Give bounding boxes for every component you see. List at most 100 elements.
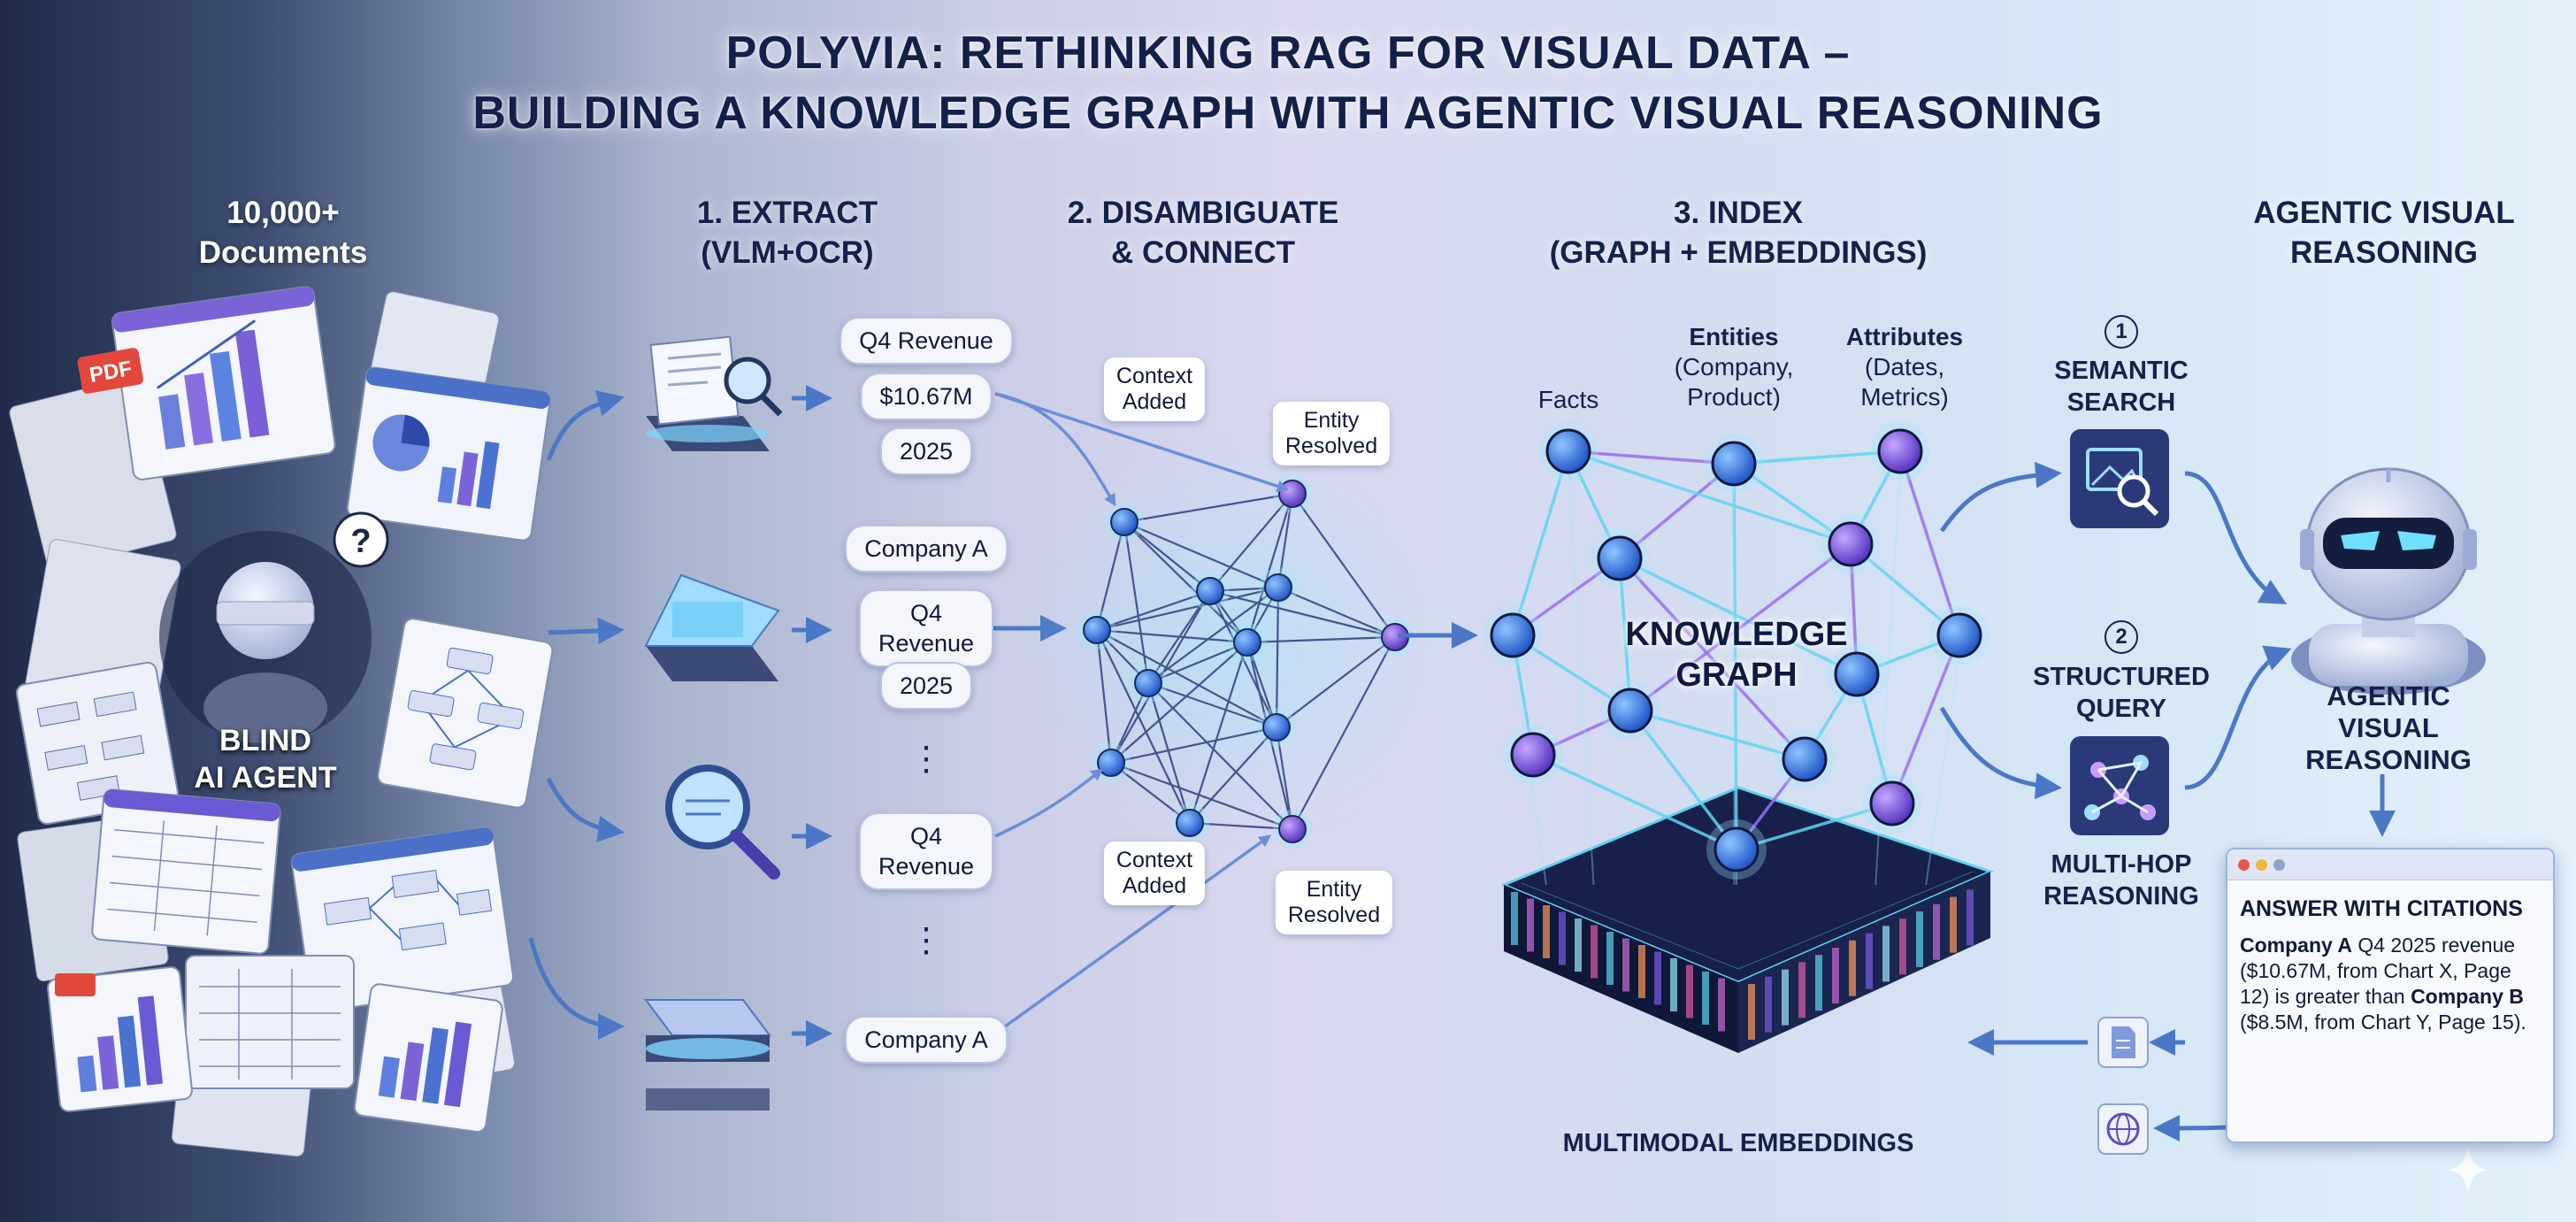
network-edge <box>1146 682 1192 824</box>
pie-chart-document <box>346 366 551 542</box>
arrows-values-to-network <box>993 392 1478 1035</box>
magnifier-icon <box>665 765 780 880</box>
entities-title: Entities <box>1689 323 1779 350</box>
graph-node <box>1714 826 1760 872</box>
graph-edge <box>1629 709 1738 851</box>
answer-text-part-1: Q4 2025 revenue ($10.67M, from Chart X, … <box>2240 934 2516 1008</box>
network-edge <box>1276 493 1294 588</box>
table-document <box>185 955 355 1089</box>
knowledge-graph-label: KNOWLEDGE GRAPH <box>1625 616 1848 694</box>
graph-drop-line <box>1568 468 1595 886</box>
blind-agent-label: BLIND AI AGENT <box>194 722 336 796</box>
window-minimize-dot[interactable] <box>2256 859 2267 871</box>
entity-resolved-note: Entity Resolved <box>1275 871 1393 934</box>
graph-node <box>1834 651 1880 697</box>
attributes-title: Attributes <box>1845 323 1964 350</box>
graph-edge <box>1619 557 1858 676</box>
disambiguate-header-subtitle: & CONNECT <box>1110 235 1296 270</box>
documents-count: 10,000+ <box>226 196 340 230</box>
reasoning-header-subtitle: REASONING <box>2290 235 2478 270</box>
value-pill: 2025 <box>879 662 973 710</box>
diagram-title-line-1: POLYVIA: RETHINKING RAG FOR VISUAL DATA … <box>725 27 1851 79</box>
value-pill: $10.67M <box>860 373 993 420</box>
entity-network <box>1026 429 1451 854</box>
multimodal-embeddings-label: MULTIMODAL EMBEDDINGS <box>1562 1129 1914 1157</box>
step-2-number: 2 <box>2104 620 2138 654</box>
multi-hop-reasoning-label: MULTI-HOP REASONING <box>2043 850 2199 911</box>
diagram-title-line-2: BUILDING A KNOWLEDGE GRAPH WITH AGENTIC … <box>472 88 2104 139</box>
answer-heading: ANSWER WITH CITATIONS <box>2240 896 2523 921</box>
extract-header-subtitle: (VLM+OCR) <box>701 235 874 270</box>
document-citation-icon <box>2097 1017 2149 1068</box>
network-edge <box>1095 521 1126 631</box>
company-b-mention: Company B <box>2411 985 2524 1008</box>
company-a-mention: Company A <box>2240 934 2352 957</box>
knowledge-graph <box>1483 421 1990 886</box>
reasoning-header: AGENTIC VISUAL REASONING <box>2238 193 2530 273</box>
network-edge <box>1188 642 1249 824</box>
network-edge <box>1147 681 1277 729</box>
network-edge <box>1123 521 1248 643</box>
network-edge <box>1292 493 1396 638</box>
network-edge <box>1246 635 1396 644</box>
graph-edge <box>1898 450 1961 636</box>
network-edge <box>1189 821 1293 831</box>
semantic-search-label: SEMANTIC SEARCH <box>2054 357 2189 417</box>
graph-node <box>1869 780 1915 826</box>
context-added-note: Context Added <box>1103 842 1206 905</box>
network-node <box>1196 577 1224 605</box>
chart-document <box>47 966 193 1112</box>
graph-drop-line <box>1925 652 1960 886</box>
network-edge <box>1110 726 1277 765</box>
value-pill: Q4 Revenue <box>858 589 994 667</box>
network-node <box>1110 508 1138 536</box>
network-edge <box>1096 589 1211 632</box>
value-pill: 2025 <box>879 427 973 475</box>
network-edge <box>1096 628 1248 644</box>
network-edge <box>1123 520 1279 589</box>
agent-robot-icon <box>2291 467 2486 695</box>
network-edge <box>1277 586 1396 639</box>
chart-document <box>111 286 336 480</box>
network-edge <box>1110 761 1293 831</box>
table-document <box>91 788 281 955</box>
graph-edge <box>1568 450 1852 546</box>
network-edge <box>1147 682 1293 830</box>
network-edge <box>1096 629 1191 824</box>
blind-agent-icon: ? <box>159 511 389 743</box>
value-pill: Company A <box>845 1016 1008 1064</box>
network-edge <box>1276 636 1396 728</box>
network-edge <box>1292 636 1396 830</box>
blind-agent-label-line-1: BLIND <box>219 724 311 757</box>
graph-edge <box>1629 542 1852 712</box>
window-close-dot[interactable] <box>2238 859 2250 871</box>
network-node <box>1134 669 1162 697</box>
network-edge <box>1110 762 1191 824</box>
graph-node <box>1490 612 1536 658</box>
network-edge <box>1209 590 1277 728</box>
network-edge <box>1275 726 1294 830</box>
graph-edge <box>1890 634 1961 804</box>
graph-edge <box>1512 634 1631 712</box>
reasoning-header-title: AGENTIC VISUAL <box>2253 196 2515 230</box>
disambiguate-header-title: 2. DISAMBIGUATE <box>1067 196 1339 230</box>
agentic-visual-reasoning-label: AGENTIC VISUAL REASONING <box>2305 680 2472 775</box>
network-edge <box>1275 587 1280 728</box>
window-maximize-dot[interactable] <box>2273 859 2285 871</box>
answer-body: Company A Q4 2025 revenue ($10.67M, from… <box>2240 933 2541 1035</box>
graph-node <box>1607 688 1653 734</box>
graph-edge <box>1736 802 1893 851</box>
extract-header: 1. EXTRACT (VLM+OCR) <box>655 193 920 273</box>
graph-edge <box>1732 463 1738 850</box>
network-edge <box>1147 641 1248 685</box>
attributes-subtitle: (Dates, Metrics) <box>1860 353 1949 411</box>
question-mark: ? <box>350 523 371 560</box>
value-pill: Company A <box>845 525 1008 573</box>
graph-node <box>1782 736 1828 782</box>
attributes-label: Attributes (Dates, Metrics) <box>1846 322 1963 412</box>
scanner-device-icon <box>644 999 771 1111</box>
graph-node <box>1877 428 1923 474</box>
entity-resolved-note: Entity Resolved <box>1272 402 1391 465</box>
